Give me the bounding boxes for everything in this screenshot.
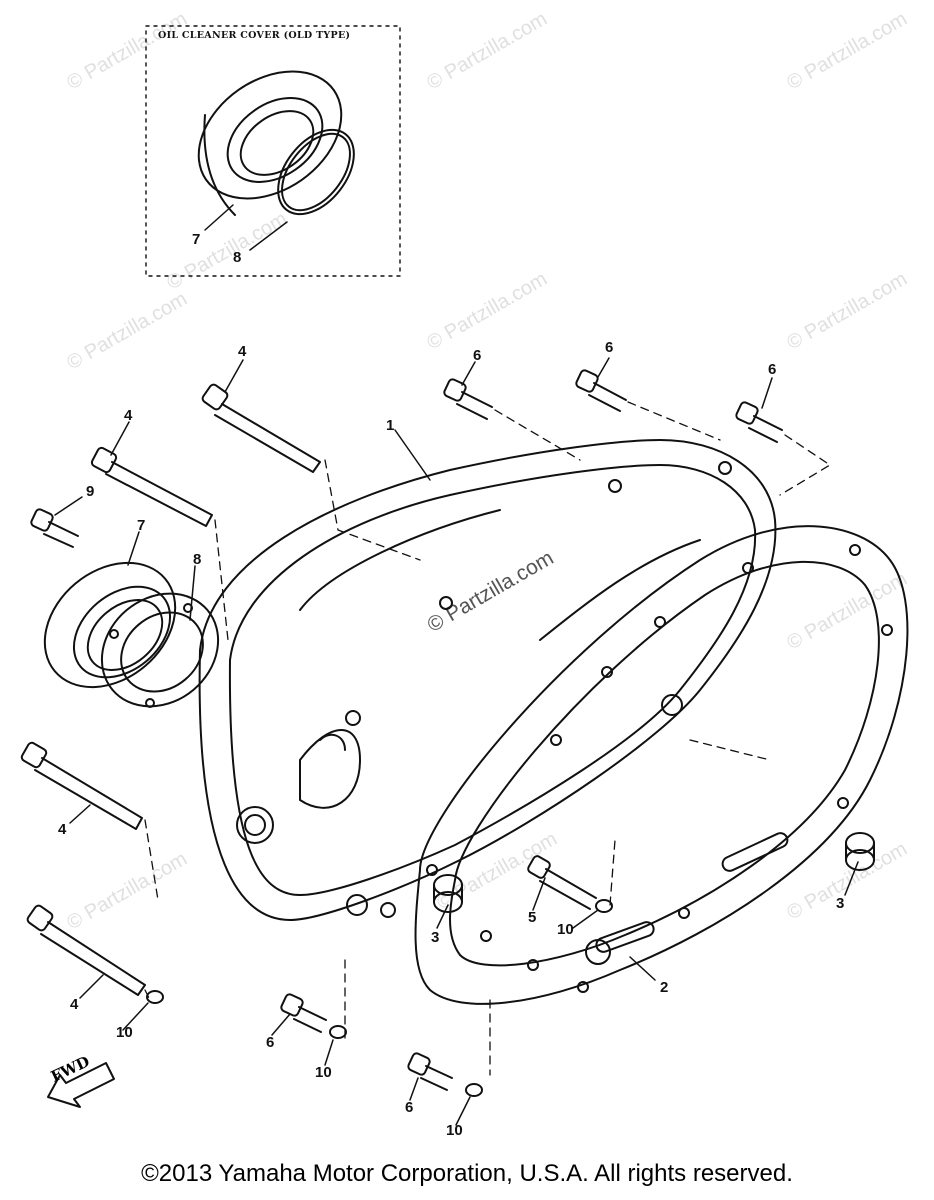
callout-2: 2 [660, 979, 669, 996]
crankcase-cover [198, 439, 777, 921]
inset-frame [145, 25, 401, 277]
callout-3: 3 [836, 895, 845, 912]
callout-10: 10 [446, 1122, 463, 1139]
callout-8: 8 [193, 551, 202, 568]
callout-8: 8 [233, 249, 242, 266]
callout-7: 7 [137, 517, 146, 534]
bolt-4-left [90, 446, 213, 527]
callout-10: 10 [557, 921, 574, 938]
inset-title: OIL CLEANER COVER (OLD TYPE) [158, 30, 351, 41]
callout-5: 5 [528, 909, 537, 926]
callout-6: 6 [266, 1034, 275, 1051]
callout-4: 4 [238, 343, 247, 360]
fwd-arrow-icon [47, 1062, 115, 1108]
bolt-9 [30, 508, 79, 548]
callout-9: 9 [86, 483, 95, 500]
washer-c [465, 1083, 483, 1097]
bolt-6-c [735, 401, 783, 443]
callout-6: 6 [605, 339, 614, 356]
bolt-4-bottom [26, 904, 146, 996]
callout-1: 1 [386, 417, 395, 434]
callout-3: 3 [431, 929, 440, 946]
bolt-6-e [407, 1052, 453, 1091]
dowel-pin-left [433, 874, 463, 913]
bolt-5 [527, 855, 597, 910]
oil-cleaner-gasket [100, 592, 220, 708]
gasket [414, 525, 909, 1005]
copyright-notice: ©2013 Yamaha Motor Corporation, U.S.A. A… [141, 1160, 793, 1187]
bolt-4-lower [20, 741, 143, 830]
callout-4: 4 [124, 407, 133, 424]
oil-cleaner-cover [43, 561, 177, 689]
inset-oil-cleaner-cover [197, 70, 343, 216]
bolt-4-top [201, 383, 321, 473]
callout-6: 6 [473, 347, 482, 364]
dowel-pin-right [845, 832, 875, 871]
callout-4: 4 [58, 821, 67, 838]
assembly-center-lines [144, 401, 831, 1076]
washer-d [595, 899, 613, 913]
callout-6: 6 [768, 361, 777, 378]
callout-10: 10 [116, 1024, 133, 1041]
callout-7: 7 [192, 231, 201, 248]
callout-10: 10 [315, 1064, 332, 1081]
washer-a [146, 990, 164, 1004]
inset-o-ring [277, 128, 355, 216]
callout-4: 4 [70, 996, 79, 1013]
bolt-6-d [280, 993, 327, 1033]
callout-leaders [54, 357, 859, 1126]
bolt-6-a [443, 378, 493, 420]
washer-b [329, 1025, 347, 1039]
callout-6: 6 [405, 1099, 414, 1116]
bolt-6-b [575, 369, 627, 412]
